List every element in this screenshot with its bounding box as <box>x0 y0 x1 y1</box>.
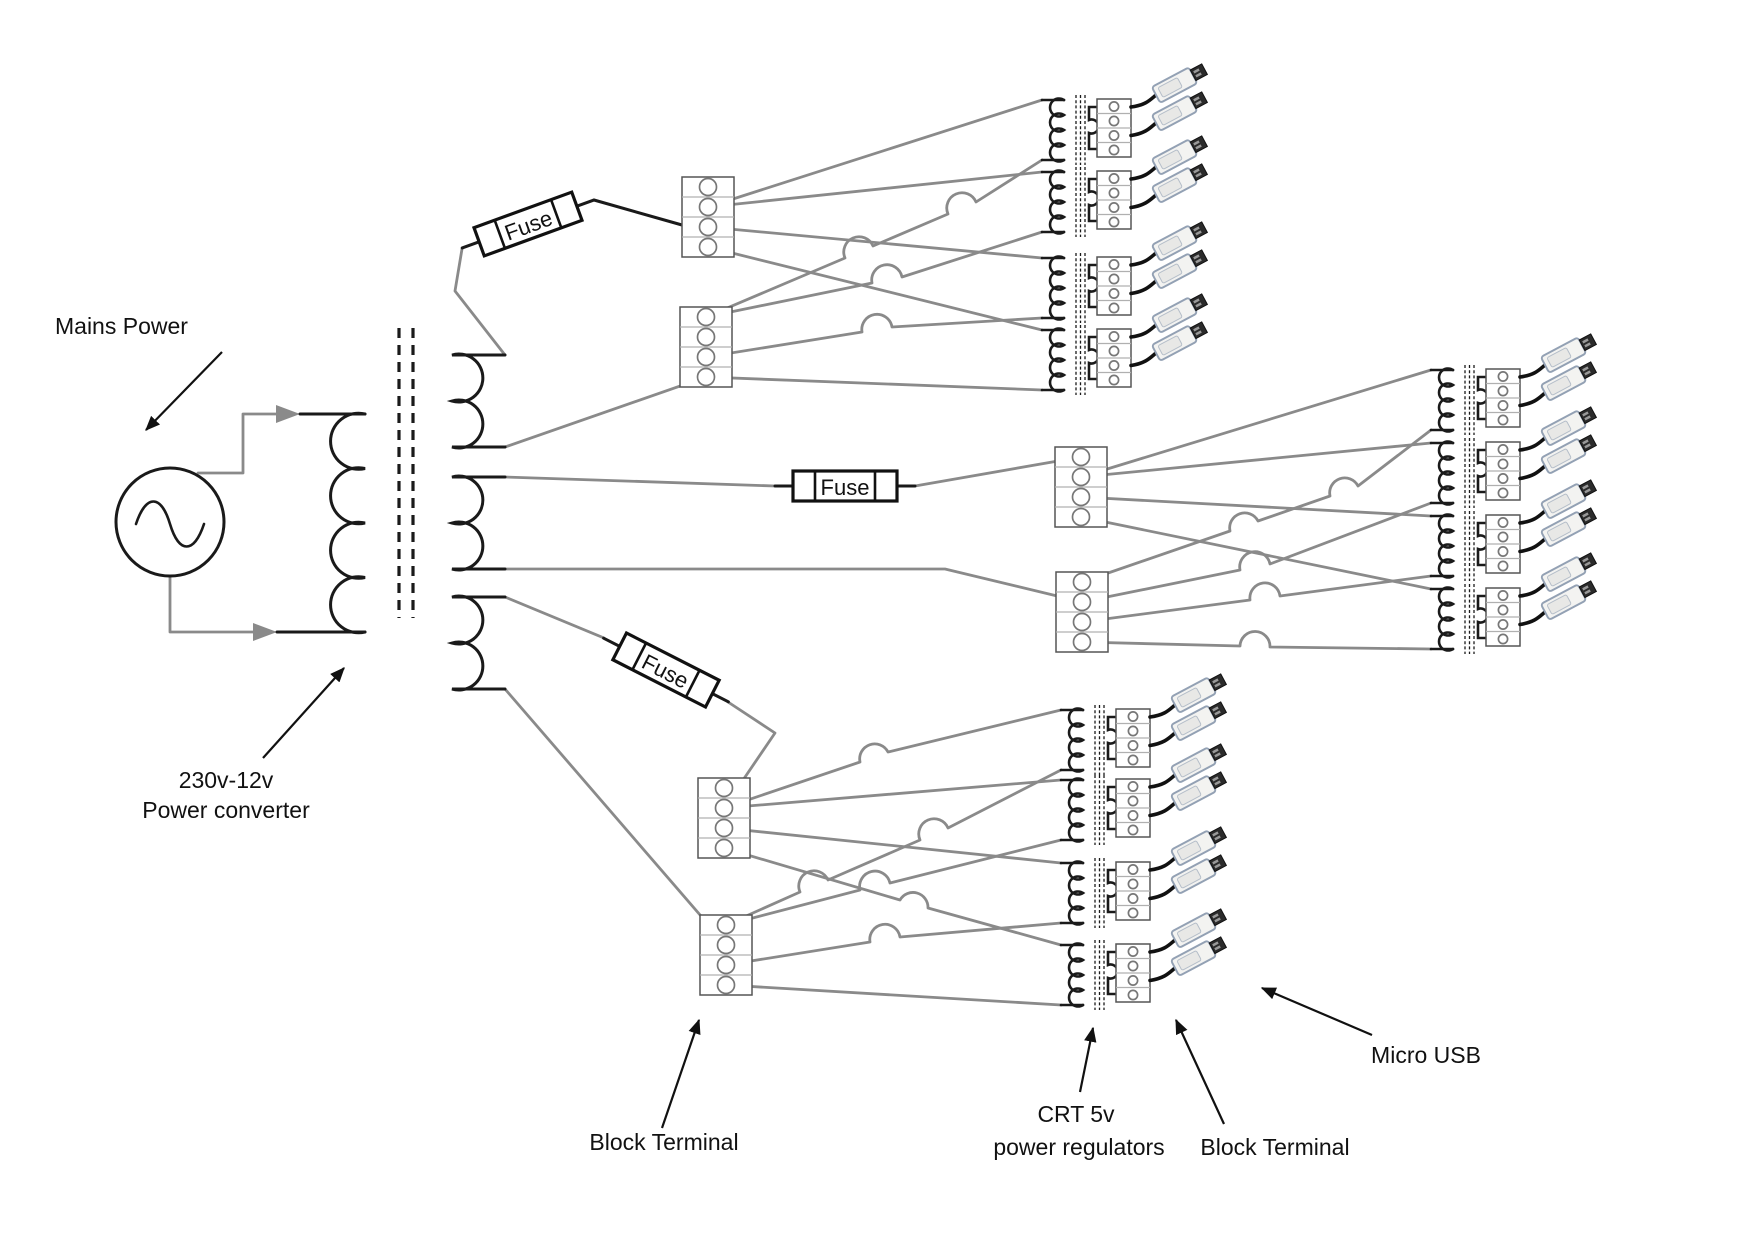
regulator-unit <box>1061 906 1228 1010</box>
wire <box>503 567 1084 604</box>
flow-arrowhead <box>253 623 277 641</box>
wire <box>503 375 708 449</box>
converter-label-line1: 230v-12v <box>179 767 274 793</box>
distribution-wires <box>453 98 1433 1007</box>
wire <box>168 574 255 634</box>
fuse-label: Fuse <box>821 475 870 500</box>
block-terminal <box>679 306 733 388</box>
wire <box>704 375 1044 392</box>
wire <box>1079 368 1433 479</box>
wire <box>706 170 1044 209</box>
wire <box>1080 574 1433 624</box>
wire <box>1080 501 1433 604</box>
wire <box>722 826 1063 865</box>
annotation-arrow <box>660 1018 701 1129</box>
wire <box>913 455 1083 488</box>
block-terminal <box>1054 446 1108 528</box>
block-terminal <box>699 914 753 996</box>
mains-wires <box>168 405 367 641</box>
wire <box>503 595 606 640</box>
annotation-arrow <box>1175 1018 1225 1125</box>
annotation-arrow <box>145 351 223 431</box>
wire <box>503 475 777 488</box>
wire <box>1079 495 1433 518</box>
micro-usb-label: Micro USB <box>1371 1042 1481 1068</box>
block-terminal-left-label: Block Terminal <box>589 1129 738 1155</box>
power-converter-transformer <box>329 328 507 692</box>
fuse-1: Fuse <box>455 184 601 264</box>
block-terminal <box>681 176 735 258</box>
wire <box>453 247 507 357</box>
regulator-unit <box>1061 824 1228 928</box>
wire <box>724 983 1063 1007</box>
fuse-2: Fuse <box>773 469 917 503</box>
fuse-3: Fuse <box>595 623 737 717</box>
secondary-coil-bottom <box>446 594 507 692</box>
annotations: Mains Power 230v-12v Power converter Blo… <box>55 313 1481 1160</box>
wire <box>722 708 1063 810</box>
wire <box>722 846 1063 947</box>
annotation-arrow <box>1260 986 1373 1037</box>
secondary-coil-middle <box>446 474 507 572</box>
regulators-label-line1: CRT 5v <box>1037 1101 1115 1127</box>
ac-source <box>114 466 226 578</box>
annotation-arrow <box>262 667 345 759</box>
wire <box>1080 630 1433 651</box>
converter-label-line2: Power converter <box>142 797 310 823</box>
wire <box>706 98 1044 209</box>
wire <box>704 230 1044 319</box>
wire <box>704 312 1044 359</box>
block-terminal <box>697 777 751 859</box>
sine-wave-icon <box>134 500 206 548</box>
wire <box>704 158 1044 319</box>
flow-arrowhead <box>276 405 300 423</box>
wire <box>503 687 728 947</box>
wire <box>724 768 1063 927</box>
block-terminal-right-label: Block Terminal <box>1200 1134 1349 1160</box>
wire <box>706 245 1044 332</box>
wire <box>1080 428 1433 584</box>
wire <box>1079 441 1433 479</box>
primary-coil <box>329 411 367 635</box>
block-terminal <box>1055 571 1109 653</box>
wire <box>724 838 1063 927</box>
annotation-arrow <box>1078 1026 1097 1093</box>
wire <box>592 198 684 227</box>
transformer-core <box>397 328 415 618</box>
wire <box>706 225 1044 260</box>
regulators-label-line2: power regulators <box>993 1134 1164 1160</box>
wire <box>724 921 1063 967</box>
wire <box>196 412 278 475</box>
wire <box>722 778 1063 810</box>
mains-power-label: Mains Power <box>55 313 188 339</box>
secondary-coil-top <box>446 352 507 450</box>
